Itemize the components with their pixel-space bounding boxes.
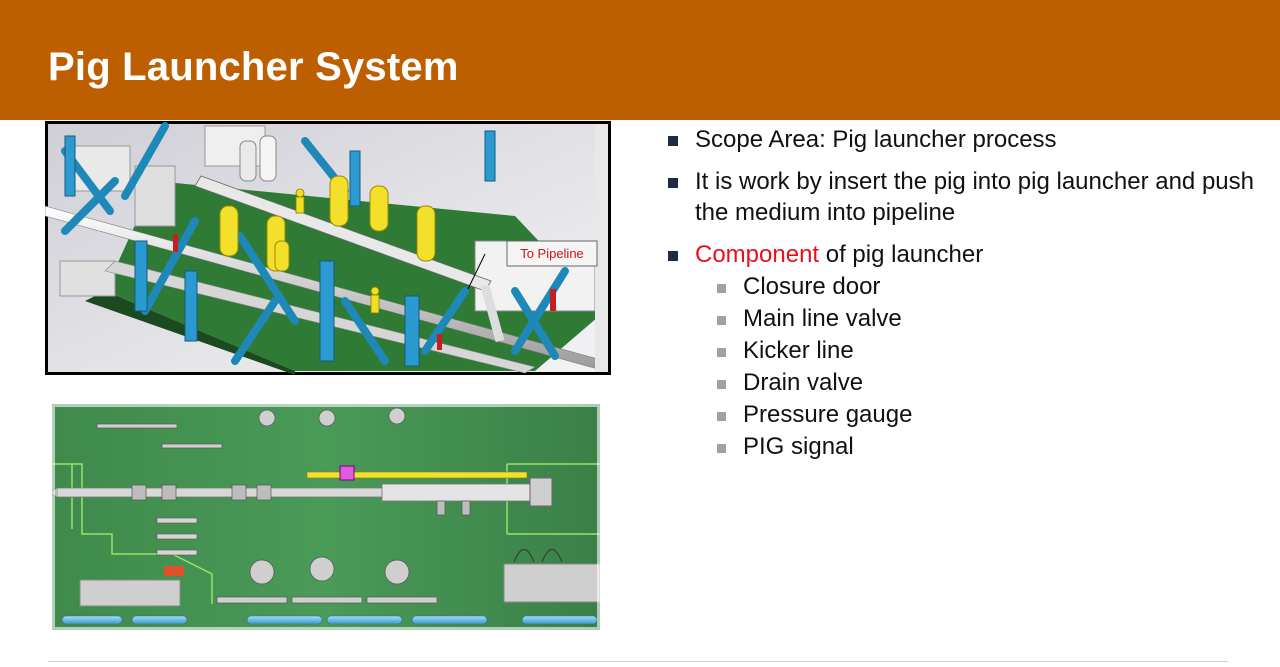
bullet-components: Component of pig launcher	[668, 239, 1258, 270]
slide-title: Pig Launcher System	[48, 45, 459, 89]
sub-bullet-icon	[717, 380, 726, 389]
sub-bullet-icon	[717, 348, 726, 357]
square-bullet-icon	[668, 136, 678, 146]
sub-bullet-kicker-line: Kicker line	[668, 335, 1258, 367]
bullet-scope-area: Scope Area: Pig launcher process	[668, 124, 1258, 155]
sub-bullet-text: Drain valve	[743, 369, 864, 396]
sub-bullet-pig-signal: PIG signal	[668, 431, 1258, 463]
component-sub-list: Closure door Main line valve Kicker line…	[668, 271, 1258, 463]
sub-bullet-text: Main line valve	[743, 305, 902, 332]
sub-bullet-text: Kicker line	[743, 337, 854, 364]
footer-divider	[48, 661, 1228, 662]
sub-bullet-icon	[717, 316, 726, 325]
pig-launcher-plan-image	[52, 404, 600, 630]
sub-bullet-closure-door: Closure door	[668, 271, 1258, 303]
sub-bullet-text: Pressure gauge	[743, 401, 913, 428]
to-pipeline-callout: To Pipeline	[520, 246, 584, 261]
sub-bullet-pressure-gauge: Pressure gauge	[668, 399, 1258, 431]
highlighted-word: Component	[695, 241, 820, 268]
sub-bullet-drain-valve: Drain valve	[668, 367, 1258, 399]
title-bar: Pig Launcher System	[0, 0, 1280, 120]
square-bullet-icon	[668, 251, 678, 261]
square-bullet-icon	[668, 178, 678, 188]
sub-bullet-icon	[717, 284, 726, 293]
bullet-list: Scope Area: Pig launcher process It is w…	[668, 124, 1258, 463]
sub-bullet-main-line-valve: Main line valve	[668, 303, 1258, 335]
sub-bullet-icon	[717, 444, 726, 453]
sub-bullet-icon	[717, 412, 726, 421]
sub-bullet-text: Closure door	[743, 273, 881, 300]
pig-launcher-3d-image: To Pipeline	[45, 121, 611, 375]
sub-bullet-text: PIG signal	[743, 433, 854, 460]
bullet-text: of pig launcher	[819, 241, 984, 268]
bullet-how-it-works: It is work by insert the pig into pig la…	[668, 166, 1258, 228]
bullet-text: It is work by insert the pig into pig la…	[695, 168, 1254, 226]
bullet-text: Scope Area: Pig launcher process	[695, 126, 1057, 153]
